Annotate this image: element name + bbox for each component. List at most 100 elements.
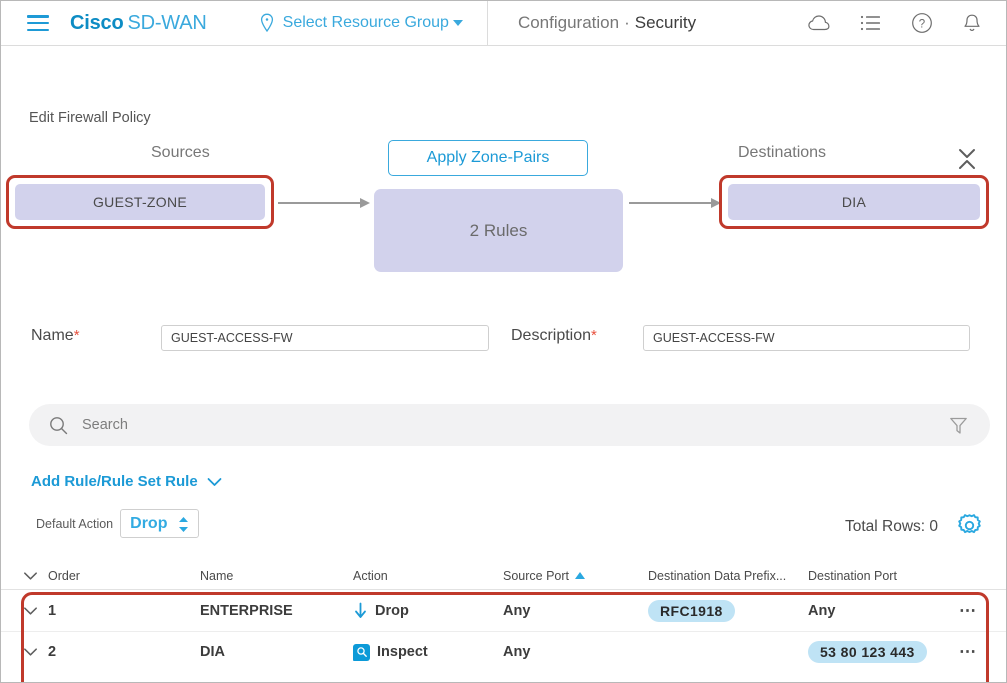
header-divider	[486, 1, 488, 46]
header-icon-group: ?	[807, 12, 982, 34]
edit-firewall-policy-title: Edit Firewall Policy	[29, 110, 151, 126]
arrow-down-icon	[355, 602, 366, 618]
row-expand-cell	[1, 647, 48, 657]
arrow-line	[278, 202, 360, 204]
cell-destination-data-prefix: RFC1918	[648, 599, 808, 622]
cell-source-port: Any	[503, 602, 531, 619]
policy-meta-form: Name* Description*	[1, 321, 1006, 355]
action-label: Inspect	[377, 644, 428, 660]
search-icon	[50, 416, 68, 434]
table-header-row: Order Name Action Source Port Destinatio…	[1, 562, 1006, 590]
gear-icon[interactable]	[956, 512, 983, 539]
arrow-line	[629, 202, 711, 204]
column-header-destination-data-prefix-label: Destination Data Prefix...	[648, 568, 787, 583]
cell-action: Drop	[353, 602, 503, 619]
cell-source-port: Any	[503, 644, 531, 660]
page-title-separator: ·	[624, 13, 630, 32]
apply-zone-pairs-label: Apply Zone-Pairs	[426, 149, 550, 166]
table-row[interactable]: 1 ENTERPRISE Drop Any RFC1918 Any	[1, 590, 1006, 631]
cell-row-actions: ⋯	[953, 600, 1006, 621]
cell-action: Inspect	[353, 643, 503, 661]
total-rows-label: Total Rows: 0	[844, 518, 938, 535]
column-header-name[interactable]: Name	[200, 569, 353, 583]
location-pin-icon	[260, 13, 273, 33]
chevron-down-icon	[207, 477, 222, 486]
column-header-action-label: Action	[353, 568, 388, 583]
column-header-source-port-label: Source Port	[503, 568, 570, 583]
default-action-select[interactable]: Drop	[120, 509, 200, 538]
column-header-destination-port-label: Destination Port	[808, 568, 897, 583]
apply-zone-pairs-button[interactable]: Apply Zone-Pairs	[388, 140, 588, 176]
rules-count-box[interactable]: 2 Rules	[374, 189, 623, 272]
description-label: Description*	[511, 327, 597, 345]
chevron-down-icon	[452, 20, 463, 26]
hamburger-bar	[27, 21, 49, 25]
arrow-source-to-rules	[278, 198, 370, 208]
cell-destination-port: Any	[808, 602, 836, 619]
inspect-magnifier-icon	[353, 643, 370, 661]
source-zone-label: GUEST-ZONE	[92, 194, 187, 210]
table-row[interactable]: 2 DIA Inspect Any	[1, 631, 1006, 672]
sources-column-label: Sources	[151, 144, 210, 161]
default-action-value: Drop	[130, 514, 168, 532]
chevron-down-icon[interactable]	[23, 571, 38, 581]
description-input[interactable]	[643, 325, 970, 351]
stepper-updown-icon	[179, 517, 189, 532]
brand-cisco: Cisco	[70, 11, 124, 34]
destination-zone-box[interactable]: DIA	[728, 184, 980, 220]
filter-funnel-icon[interactable]	[949, 416, 968, 435]
action-value: Inspect	[353, 643, 503, 661]
action-label: Drop	[375, 602, 409, 619]
ellipsis-icon[interactable]: ⋯	[959, 600, 979, 620]
name-input[interactable]	[161, 325, 489, 351]
zone-pair-diagram: Sources Destinations GUEST-ZONE Apply Zo…	[1, 136, 1006, 286]
ellipsis-icon[interactable]: ⋯	[959, 642, 979, 661]
name-label: Name*	[31, 327, 80, 345]
column-header-source-port[interactable]: Source Port	[503, 569, 648, 583]
cell-order: 2	[48, 644, 57, 660]
page-title-parent: Configuration	[517, 13, 620, 32]
add-rule-label: Add Rule/Rule Set Rule	[31, 473, 198, 490]
destination-zone-label: DIA	[841, 194, 867, 210]
rules-table: Order Name Action Source Port Destinatio…	[1, 562, 1006, 672]
cell-name: DIA	[200, 644, 225, 660]
bell-icon[interactable]	[962, 12, 982, 34]
chevron-down-up-icon[interactable]	[956, 142, 978, 176]
chevron-down-icon[interactable]	[23, 647, 38, 657]
column-header-destination-data-prefix[interactable]: Destination Data Prefix...	[648, 569, 808, 583]
rules-count-label: 2 Rules	[469, 220, 528, 240]
sort-ascending-icon	[575, 572, 586, 579]
column-header-action[interactable]: Action	[353, 569, 503, 583]
column-header-order[interactable]: Order	[48, 569, 200, 583]
default-action-control: Default Action Drop	[36, 509, 200, 538]
add-rule-button[interactable]: Add Rule/Rule Set Rule	[31, 473, 222, 490]
brand-sdwan: SD-WAN	[127, 11, 207, 34]
arrow-head	[711, 198, 721, 208]
chevron-down-icon[interactable]	[23, 606, 38, 616]
arrow-rules-to-destination	[629, 198, 721, 208]
destinations-column-label: Destinations	[738, 144, 827, 161]
resource-group-selector[interactable]: Select Resource Group	[259, 13, 463, 33]
row-expand-cell	[1, 606, 48, 616]
column-header-name-label: Name	[200, 568, 234, 583]
search-bar	[29, 404, 990, 446]
search-input[interactable]	[82, 417, 949, 433]
cloud-icon[interactable]	[807, 13, 831, 33]
expand-all-cell	[1, 571, 48, 581]
name-label-text: Name	[31, 327, 74, 344]
hamburger-bar	[27, 28, 49, 31]
hamburger-menu-icon[interactable]	[27, 15, 49, 31]
help-icon[interactable]: ?	[911, 12, 933, 34]
cell-order: 1	[48, 602, 57, 619]
svg-text:?: ?	[919, 19, 925, 31]
list-icon[interactable]	[860, 14, 882, 32]
cell-name: ENTERPRISE	[200, 602, 293, 619]
source-zone-box[interactable]: GUEST-ZONE	[15, 184, 265, 220]
name-required-asterisk: *	[73, 327, 80, 344]
column-header-destination-port[interactable]: Destination Port	[808, 569, 953, 583]
column-header-order-label: Order	[48, 568, 80, 583]
hamburger-bar	[27, 15, 49, 18]
page-title-current: Security	[634, 13, 697, 32]
destination-port-pill: 53 80 123 443	[808, 641, 927, 663]
